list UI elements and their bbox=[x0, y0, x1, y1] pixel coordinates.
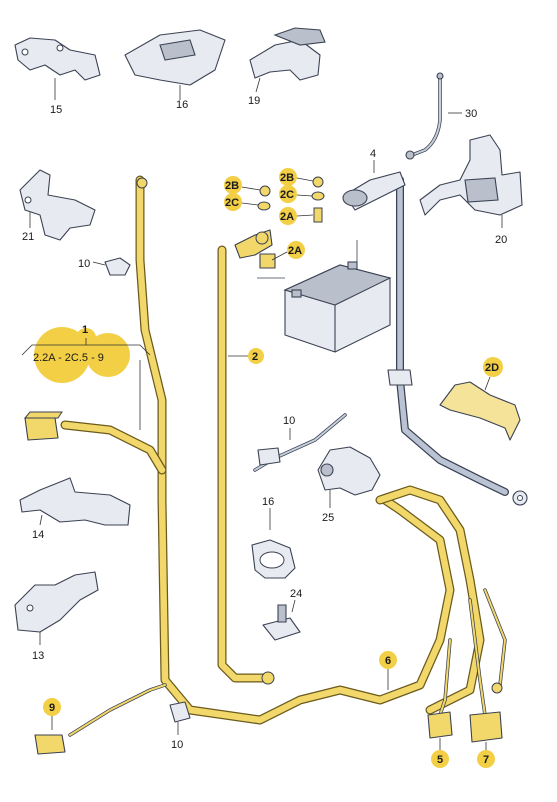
callout-2c-left[interactable]: 2C bbox=[224, 193, 259, 211]
clip-10-mid[interactable]: 10 bbox=[253, 413, 347, 472]
svg-text:2A: 2A bbox=[288, 245, 302, 257]
stud-24[interactable]: 24 bbox=[262, 588, 302, 641]
nut-2b-right[interactable] bbox=[312, 176, 324, 188]
label-10-top: 10 bbox=[78, 258, 90, 270]
label-19: 19 bbox=[248, 95, 260, 107]
label-20: 20 bbox=[495, 234, 507, 246]
label-10-mid: 10 bbox=[283, 415, 295, 427]
label-16-mid: 16 bbox=[262, 496, 274, 508]
label-4: 4 bbox=[370, 148, 376, 160]
connector-9[interactable]: 9 bbox=[34, 683, 167, 755]
label-24: 24 bbox=[290, 588, 302, 600]
clip-16-mid[interactable]: 16 bbox=[251, 496, 296, 579]
bracket-16-top[interactable]: 16 bbox=[124, 29, 226, 111]
label-14: 14 bbox=[32, 529, 44, 541]
bracket-13[interactable]: 13 bbox=[14, 571, 99, 662]
label-15: 15 bbox=[50, 104, 62, 116]
callout-2b-right[interactable]: 2B bbox=[279, 168, 314, 186]
washer-2c-right[interactable] bbox=[311, 191, 325, 201]
battery[interactable] bbox=[257, 240, 392, 353]
label-21: 21 bbox=[22, 231, 34, 243]
bracket-20[interactable]: 20 bbox=[419, 134, 523, 246]
terminal-clamp-2[interactable] bbox=[234, 229, 276, 269]
callout-2a-lower[interactable]: 2A bbox=[271, 241, 305, 261]
clip-10-top[interactable]: 10 bbox=[78, 257, 131, 276]
ground-strap-30[interactable]: 30 bbox=[405, 72, 477, 160]
label-30: 30 bbox=[465, 108, 477, 120]
label-7: 7 bbox=[483, 754, 489, 766]
callout-2c-right[interactable]: 2C bbox=[279, 185, 313, 203]
label-10-bottom: 10 bbox=[171, 739, 183, 751]
callout-1[interactable]: 1 2.2A - 2C.5 - 9 bbox=[21, 324, 151, 430]
label-13: 13 bbox=[32, 650, 44, 662]
svg-text:2A: 2A bbox=[280, 211, 294, 223]
label-25: 25 bbox=[322, 512, 334, 524]
label-6: 6 bbox=[385, 655, 391, 667]
battery-clamp-4[interactable]: 4 bbox=[342, 148, 528, 506]
svg-text:2C: 2C bbox=[225, 197, 239, 209]
label-2: 2 bbox=[252, 351, 258, 363]
connector-5[interactable]: 5 bbox=[427, 711, 453, 768]
bracket-15[interactable]: 15 bbox=[14, 37, 101, 116]
label-16-top: 16 bbox=[176, 99, 188, 111]
label-2d: 2D bbox=[485, 362, 499, 374]
connector-7[interactable]: 7 bbox=[469, 711, 503, 768]
bracket-19[interactable]: 19 bbox=[248, 27, 326, 107]
clip-10-bottom[interactable]: 10 bbox=[169, 701, 191, 751]
svg-text:2C: 2C bbox=[280, 189, 294, 201]
callout-2b-left[interactable]: 2B bbox=[224, 176, 261, 194]
bracket-14[interactable]: 14 bbox=[19, 477, 131, 541]
callout-6[interactable]: 6 bbox=[379, 651, 397, 690]
svg-text:2B: 2B bbox=[225, 180, 239, 192]
label-1: 1 bbox=[82, 324, 88, 336]
bracket-21[interactable]: 21 bbox=[19, 169, 96, 243]
label-1-range: 2.2A - 2C.5 - 9 bbox=[33, 352, 104, 364]
battery-cable-2[interactable]: 2 bbox=[217, 245, 275, 685]
label-9: 9 bbox=[49, 702, 55, 714]
bracket-2d[interactable]: 2D bbox=[439, 357, 521, 441]
washer-2c-left[interactable] bbox=[257, 201, 271, 211]
bolt-2a-right[interactable] bbox=[313, 207, 323, 223]
callout-2a-right[interactable]: 2A bbox=[279, 207, 314, 225]
label-5: 5 bbox=[437, 754, 443, 766]
wiring-harness-1[interactable] bbox=[23, 175, 507, 725]
nut-2b-left[interactable] bbox=[259, 185, 271, 197]
cover-25[interactable]: 25 bbox=[317, 446, 381, 524]
svg-text:2B: 2B bbox=[280, 172, 294, 184]
